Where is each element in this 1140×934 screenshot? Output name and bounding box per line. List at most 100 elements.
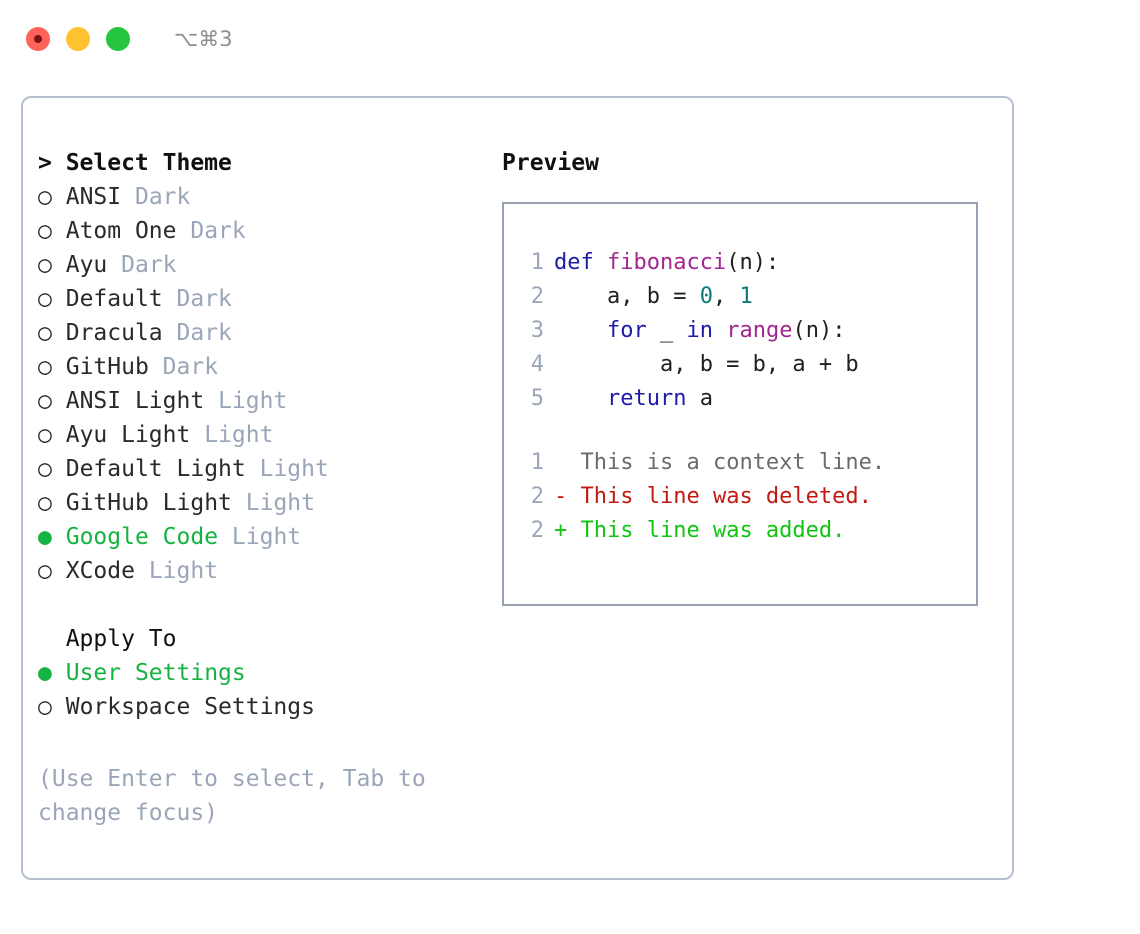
code-token: def bbox=[554, 250, 607, 275]
spacer bbox=[52, 490, 66, 516]
code-token: 0 bbox=[699, 284, 713, 309]
radio-unselected-icon[interactable]: ○ bbox=[38, 218, 52, 244]
theme-variant-tag: Dark bbox=[190, 218, 246, 244]
theme-option-label[interactable]: Google Code bbox=[65, 524, 219, 550]
line-number: 5 bbox=[530, 386, 544, 411]
spacer bbox=[52, 660, 66, 686]
apply-to-option-label[interactable]: User Settings bbox=[65, 660, 246, 686]
spacer bbox=[52, 218, 66, 244]
code-token: , bbox=[712, 284, 740, 309]
radio-unselected-icon[interactable]: ○ bbox=[38, 558, 52, 584]
theme-selection-column: > Select Theme ○ ANSI Dark○ Atom One Dar… bbox=[38, 146, 478, 724]
diff-sample: 1 This is a context line.2- This line wa… bbox=[518, 446, 976, 548]
theme-option-row[interactable]: ○ ANSI Dark bbox=[38, 180, 478, 214]
code-line: 5 return a bbox=[518, 382, 976, 416]
spacer bbox=[52, 524, 66, 550]
code-token: a, b = b, a + b bbox=[554, 352, 859, 377]
theme-option-label[interactable]: GitHub Light bbox=[65, 490, 232, 516]
list-spacer bbox=[38, 588, 478, 622]
radio-selected-icon[interactable]: ● bbox=[38, 524, 52, 550]
spacer bbox=[52, 422, 66, 448]
theme-option-row[interactable]: ○ Ayu Light Light bbox=[38, 418, 478, 452]
spacer bbox=[246, 456, 260, 482]
theme-option-label[interactable]: Ayu Light bbox=[65, 422, 191, 448]
radio-unselected-icon[interactable]: ○ bbox=[38, 388, 52, 414]
close-window-icon[interactable] bbox=[26, 27, 50, 51]
code-token: for bbox=[606, 318, 647, 343]
code-line: 3 for _ in range(n): bbox=[518, 314, 976, 348]
line-number: 1 bbox=[530, 250, 544, 275]
code-token bbox=[713, 318, 726, 343]
preview-title: Preview bbox=[502, 150, 599, 176]
theme-option-label[interactable]: Default bbox=[65, 286, 163, 312]
spacer bbox=[163, 286, 177, 312]
theme-option-row[interactable]: ○ Default Light Light bbox=[38, 452, 478, 486]
radio-unselected-icon[interactable]: ○ bbox=[38, 252, 52, 278]
line-number: 4 bbox=[530, 352, 544, 377]
code-token: fibonacci bbox=[606, 250, 727, 275]
spacer bbox=[190, 422, 204, 448]
theme-option-row[interactable]: ○ GitHub Light Light bbox=[38, 486, 478, 520]
theme-variant-tag: Light bbox=[245, 490, 315, 516]
theme-option-row[interactable]: ○ Default Dark bbox=[38, 282, 478, 316]
theme-option-row[interactable]: ● Google Code Light bbox=[38, 520, 478, 554]
theme-option-label[interactable]: Default Light bbox=[65, 456, 246, 482]
spacer bbox=[149, 354, 163, 380]
keyboard-shortcut-label: ⌥⌘3 bbox=[174, 27, 233, 51]
theme-option-row[interactable]: ○ Dracula Dark bbox=[38, 316, 478, 350]
title-bar: ⌥⌘3 bbox=[0, 0, 1140, 78]
theme-option-row[interactable]: ○ XCode Light bbox=[38, 554, 478, 588]
spacer bbox=[135, 558, 149, 584]
radio-unselected-icon[interactable]: ○ bbox=[38, 456, 52, 482]
apply-to-option-list: ● User Settings○ Workspace Settings bbox=[38, 656, 478, 724]
apply-to-option-row[interactable]: ● User Settings bbox=[38, 656, 478, 690]
theme-option-list: ○ ANSI Dark○ Atom One Dark○ Ayu Dark○ De… bbox=[38, 180, 478, 588]
radio-unselected-icon[interactable]: ○ bbox=[38, 354, 52, 380]
theme-option-label[interactable]: GitHub bbox=[65, 354, 149, 380]
code-line: 4 a, b = b, a + b bbox=[518, 348, 976, 382]
theme-variant-tag: Dark bbox=[176, 286, 232, 312]
radio-unselected-icon[interactable]: ○ bbox=[38, 422, 52, 448]
maximize-window-icon[interactable] bbox=[106, 27, 130, 51]
radio-unselected-icon[interactable]: ○ bbox=[38, 490, 52, 516]
radio-unselected-icon[interactable]: ○ bbox=[38, 694, 52, 720]
diff-line: 1 This is a context line. bbox=[518, 446, 976, 480]
radio-unselected-icon[interactable]: ○ bbox=[38, 286, 52, 312]
code-token: _ bbox=[646, 318, 687, 343]
radio-unselected-icon[interactable]: ○ bbox=[38, 320, 52, 346]
apply-to-option-label[interactable]: Workspace Settings bbox=[65, 694, 315, 720]
spacer bbox=[204, 388, 218, 414]
diff-marker: + bbox=[554, 518, 581, 543]
apply-to-option-row[interactable]: ○ Workspace Settings bbox=[38, 690, 478, 724]
spacer bbox=[177, 218, 191, 244]
diff-text: This line was added. bbox=[580, 518, 846, 543]
theme-option-row[interactable]: ○ Atom One Dark bbox=[38, 214, 478, 248]
theme-option-label[interactable]: Dracula bbox=[65, 320, 163, 346]
theme-variant-tag: Light bbox=[204, 422, 274, 448]
theme-option-row[interactable]: ○ ANSI Light Light bbox=[38, 384, 478, 418]
minimize-window-icon[interactable] bbox=[66, 27, 90, 51]
spacer bbox=[107, 252, 121, 278]
spacer bbox=[52, 320, 66, 346]
line-number: 2 bbox=[530, 284, 544, 309]
spacer bbox=[52, 184, 66, 210]
theme-option-row[interactable]: ○ Ayu Dark bbox=[38, 248, 478, 282]
theme-variant-tag: Light bbox=[259, 456, 329, 482]
keyboard-hint-text: (Use Enter to select, Tab to change focu… bbox=[38, 766, 426, 826]
theme-option-row[interactable]: ○ GitHub Dark bbox=[38, 350, 478, 384]
radio-unselected-icon[interactable]: ○ bbox=[38, 184, 52, 210]
theme-option-label[interactable]: ANSI Light bbox=[65, 388, 205, 414]
diff-marker bbox=[554, 450, 581, 475]
theme-option-label[interactable]: XCode bbox=[65, 558, 135, 584]
theme-option-label[interactable]: ANSI bbox=[65, 184, 122, 210]
spacer bbox=[52, 456, 66, 482]
code-line: 2 a, b = 0, 1 bbox=[518, 280, 976, 314]
theme-option-label[interactable]: Atom One bbox=[65, 218, 177, 244]
spacer bbox=[121, 184, 135, 210]
radio-selected-icon[interactable]: ● bbox=[38, 660, 52, 686]
theme-option-label[interactable]: Ayu bbox=[65, 252, 108, 278]
